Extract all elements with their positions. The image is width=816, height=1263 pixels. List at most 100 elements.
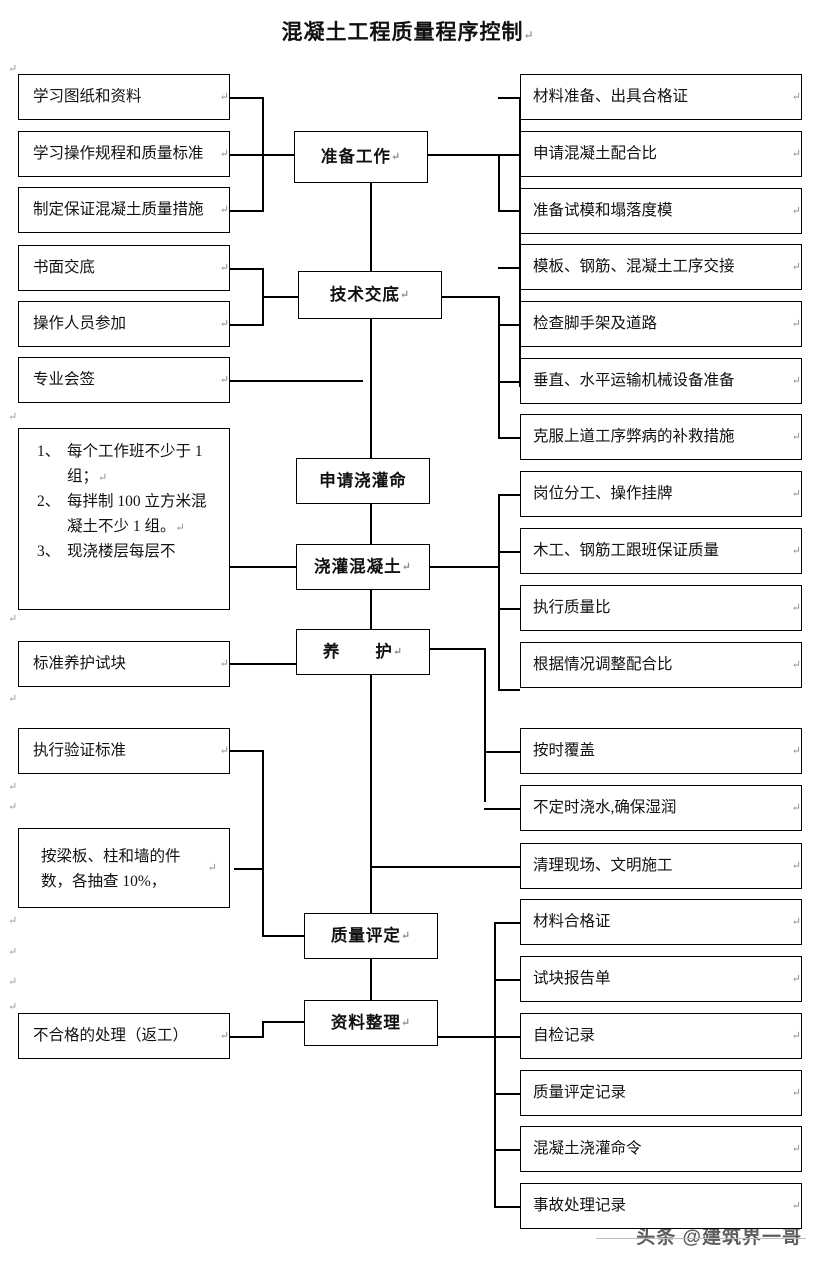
- connector-tech-out-riser: [498, 296, 500, 438]
- pilcrow-icon: ↵: [219, 147, 229, 160]
- connector-r14: [484, 866, 520, 868]
- box-label: 执行验证标准: [33, 742, 127, 760]
- box-right-site-cleanup[interactable]: 清理现场、文明施工 ↵: [520, 843, 802, 889]
- box-left-professional-signoff[interactable]: 专业会签↵: [18, 357, 230, 403]
- box-left-verification-standard[interactable]: 执行验证标准↵: [18, 728, 230, 774]
- connector-spine-prep-tech: [370, 183, 372, 298]
- box-label: 制定保证混凝土质量措施: [33, 201, 204, 219]
- box-left-standard-cure-block[interactable]: 标准养护试块↵: [18, 641, 230, 687]
- node-label: 质量评定: [330, 925, 401, 945]
- box-label: 自检记录: [533, 1027, 596, 1045]
- box-right-accident-record[interactable]: 事故处理记录↵: [520, 1183, 802, 1229]
- connector-prep-in: [262, 154, 296, 156]
- box-right-adjust-mix-ratio[interactable]: 根据情况调整配合比 ↵: [520, 642, 802, 688]
- box-left-study-drawings[interactable]: 学习图纸和资料↵: [18, 74, 230, 120]
- stray-pilcrow: ↵: [8, 915, 18, 927]
- connector-r10: [498, 608, 520, 610]
- connector-l5: [228, 324, 264, 326]
- pilcrow-icon: ↵: [791, 801, 801, 814]
- box-label: 材料准备、出具合格证: [533, 88, 689, 106]
- box-left-sampling-percent[interactable]: 按梁板、柱和墙的件数，各抽查 10%，↵: [18, 828, 230, 908]
- box-right-test-block-report[interactable]: 试块报告单↵: [520, 956, 802, 1002]
- connector-r9: [498, 551, 520, 553]
- node-quality-assessment[interactable]: 质量评定↵: [304, 913, 438, 959]
- node-technical-disclosure[interactable]: 技术交底↵: [298, 271, 442, 319]
- box-right-post-assignment[interactable]: 岗位分工、操作挂牌↵: [520, 471, 802, 517]
- pilcrow-icon: ↵: [791, 1142, 801, 1155]
- connector-right-bus-archive: [494, 922, 496, 1207]
- note-number-3: 3、: [37, 543, 61, 561]
- stray-pilcrow: ↵: [8, 693, 18, 705]
- pilcrow-icon: ↵: [219, 373, 229, 386]
- connector-l10: [234, 868, 264, 870]
- stray-pilcrow: ↵: [8, 976, 18, 988]
- box-right-material-certificate[interactable]: 材料合格证↵: [520, 899, 802, 945]
- pilcrow-icon: ↵: [791, 430, 801, 443]
- note-text-1: 每个工作班不少于 1 组；: [67, 443, 207, 486]
- box-right-material-prep[interactable]: 材料准备、出具合格证↵: [520, 74, 802, 120]
- connector-r13: [484, 808, 520, 810]
- pilcrow-icon: ↵: [791, 859, 801, 872]
- node-curing[interactable]: 养 护↵: [296, 629, 430, 675]
- connector-r16: [494, 979, 520, 981]
- box-right-process-handover[interactable]: 模板、钢筋、混凝土工序交接↵: [520, 244, 802, 290]
- pilcrow-icon: ↵: [791, 915, 801, 928]
- box-label: 清理现场、文明施工: [533, 857, 673, 875]
- stray-pilcrow: ↵: [8, 613, 18, 625]
- box-right-carpenter-rebar-shift[interactable]: 木工、钢筋工跟班保证质量↵: [520, 528, 802, 574]
- box-left-quality-measures[interactable]: 制定保证混凝土质量措施↵: [18, 187, 230, 233]
- box-left-sampling-note[interactable]: 1、每个工作班不少于 1 组；↵ 2、每拌制 100 立方米混凝土不少 1 组。…: [18, 428, 230, 610]
- box-right-self-inspection-record[interactable]: 自检记录↵: [520, 1013, 802, 1059]
- box-left-study-standards[interactable]: 学习操作规程和质量标准↵: [18, 131, 230, 177]
- connector-spine-cure-assess: [370, 675, 372, 913]
- box-left-operators-join[interactable]: 操作人员参加↵: [18, 301, 230, 347]
- connector-archive-in: [262, 1021, 306, 1023]
- connector-right-bus-pour: [498, 494, 500, 690]
- node-document-filing[interactable]: 资料整理↵: [304, 1000, 438, 1046]
- box-right-mix-ratio-apply[interactable]: 申请混凝土配合比↵: [520, 131, 802, 177]
- box-label: 试块报告单: [533, 970, 611, 988]
- box-label: 克服上道工序弊病的补救措施: [533, 428, 735, 446]
- connector-prep-out: [428, 154, 500, 156]
- pilcrow-icon: ↵: [791, 374, 801, 387]
- connector-r4: [498, 267, 520, 269]
- node-pour-concrete[interactable]: 浇灌混凝土↵: [296, 544, 430, 590]
- box-right-quality-assessment-record[interactable]: 质量评定记录↵: [520, 1070, 802, 1116]
- pilcrow-icon: ↵: [400, 1016, 412, 1029]
- box-left-rework[interactable]: 不合格的处理（返工）↵: [18, 1013, 230, 1059]
- stray-pilcrow: ↵: [8, 1001, 18, 1013]
- pilcrow-icon: ↵: [219, 657, 229, 670]
- box-right-execute-quality-ratio[interactable]: 执行质量比↵: [520, 585, 802, 631]
- pilcrow-icon: ↵: [98, 472, 108, 485]
- box-right-timely-cover[interactable]: 按时覆盖↵: [520, 728, 802, 774]
- pilcrow-icon: ↵: [791, 601, 801, 614]
- pilcrow-icon: ↵: [791, 658, 801, 671]
- pilcrow-icon: ↵: [791, 1086, 801, 1099]
- box-right-pour-order[interactable]: 混凝土浇灌命令↵: [520, 1126, 802, 1172]
- pilcrow-icon: ↵: [791, 544, 801, 557]
- connector-tech-out: [428, 296, 500, 298]
- node-label: 技术交底: [329, 284, 400, 304]
- box-right-remedial-measures[interactable]: 克服上道工序弊病的补救措施 ↵: [520, 414, 802, 460]
- pilcrow-icon: ↵: [175, 522, 185, 535]
- pilcrow-icon: ↵: [219, 1029, 229, 1042]
- box-right-transport-equipment[interactable]: 垂直、水平运输机械设备准备↵: [520, 358, 802, 404]
- connector-l1: [228, 97, 264, 99]
- node-pour-permit-request[interactable]: 申请浇灌命: [296, 458, 430, 504]
- stray-pilcrow: ↵: [8, 946, 18, 958]
- note-line-3: 3、现浇楼层每层不: [33, 539, 217, 564]
- box-left-written-disclosure[interactable]: 书面交底↵: [18, 245, 230, 291]
- stray-pilcrow: ↵: [8, 63, 18, 75]
- box-right-test-mold-prep[interactable]: 准备试模和塌落度模↵: [520, 188, 802, 234]
- box-right-scaffold-road-check[interactable]: 检查脚手架及道路↵: [520, 301, 802, 347]
- box-right-water-keep-moist[interactable]: 不定时浇水,确保湿润↵: [520, 785, 802, 831]
- box-label: 根据情况调整配合比: [533, 656, 673, 674]
- box-label: 事故处理记录: [533, 1197, 627, 1215]
- node-preparation[interactable]: 准备工作↵: [294, 131, 428, 183]
- note-line-1: 1、每个工作班不少于 1 组；↵: [33, 439, 217, 489]
- note-text-3: 现浇楼层每层不: [67, 543, 176, 561]
- connector-spine-pour-cure: [370, 589, 372, 629]
- pilcrow-icon: ↵: [791, 744, 801, 757]
- connector-l7: [228, 566, 306, 568]
- box-label: 模板、钢筋、混凝土工序交接: [533, 258, 735, 276]
